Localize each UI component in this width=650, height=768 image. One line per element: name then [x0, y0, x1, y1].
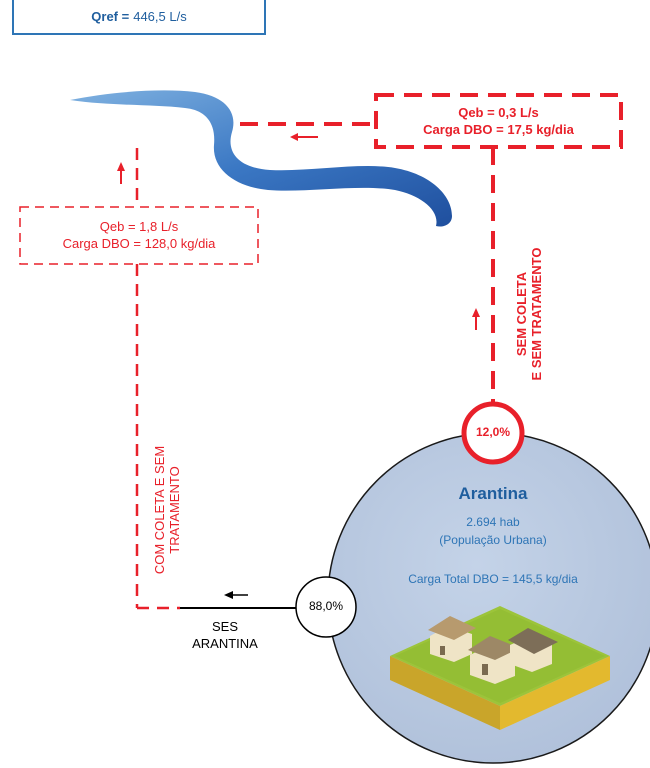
qref-box: Qref = 446,5 L/s — [12, 0, 266, 35]
city-carga-total: Carga Total DBO = 145,5 kg/dia — [408, 572, 578, 586]
upper-discharge-carga: Carga DBO = 17,5 kg/dia — [423, 122, 574, 137]
pct-com-coleta: 88,0% — [308, 599, 344, 613]
arrow-up-icon — [472, 308, 480, 330]
arrow-up-icon — [117, 162, 125, 184]
left-discharge-qeb: Qeb = 1,8 L/s — [99, 219, 179, 234]
city-name: Arantina — [458, 484, 528, 503]
pct-circle-com-coleta — [295, 576, 357, 638]
ses-line2: ARANTINA — [192, 636, 258, 651]
ses-line1: SES — [211, 619, 238, 634]
upper-discharge-text: Qeb = 0,3 L/s Carga DBO = 17,5 kg/dia — [376, 104, 621, 138]
sem-coleta-line2: E SEM TRATAMENTO — [529, 247, 544, 381]
left-discharge-box — [19, 206, 259, 265]
qref-label: Qref = — [91, 9, 130, 24]
qref-value: 446,5 L/s — [133, 9, 187, 24]
houses-icon — [390, 606, 610, 730]
arrow-left-icon — [290, 133, 318, 141]
city-population-type: (População Urbana) — [439, 533, 547, 547]
sem-coleta-line1: SEM COLETA — [514, 271, 529, 357]
pct-circle-sem-coleta — [461, 401, 525, 465]
com-coleta-line1: COM COLETA E SEM — [152, 445, 167, 575]
upper-discharge-qeb: Qeb = 0,3 L/s — [458, 105, 539, 120]
pct-sem-coleta: 12,0% — [475, 425, 511, 439]
com-coleta-line2: TRATAMENTO — [167, 466, 182, 554]
sem-coleta-label: SEM COLETA E SEM TRATAMENTO — [514, 229, 548, 399]
city-population: 2.694 hab — [466, 515, 520, 529]
com-coleta-label: COM COLETA E SEM TRATAMENTO — [152, 430, 186, 590]
left-discharge-text: Qeb = 1,8 L/s Carga DBO = 128,0 kg/dia — [20, 218, 258, 252]
arrow-left-icon — [224, 591, 248, 599]
ses-label: SES ARANTINA — [180, 618, 270, 652]
left-discharge-carga: Carga DBO = 128,0 kg/dia — [62, 236, 216, 251]
upper-discharge-box — [374, 93, 623, 149]
